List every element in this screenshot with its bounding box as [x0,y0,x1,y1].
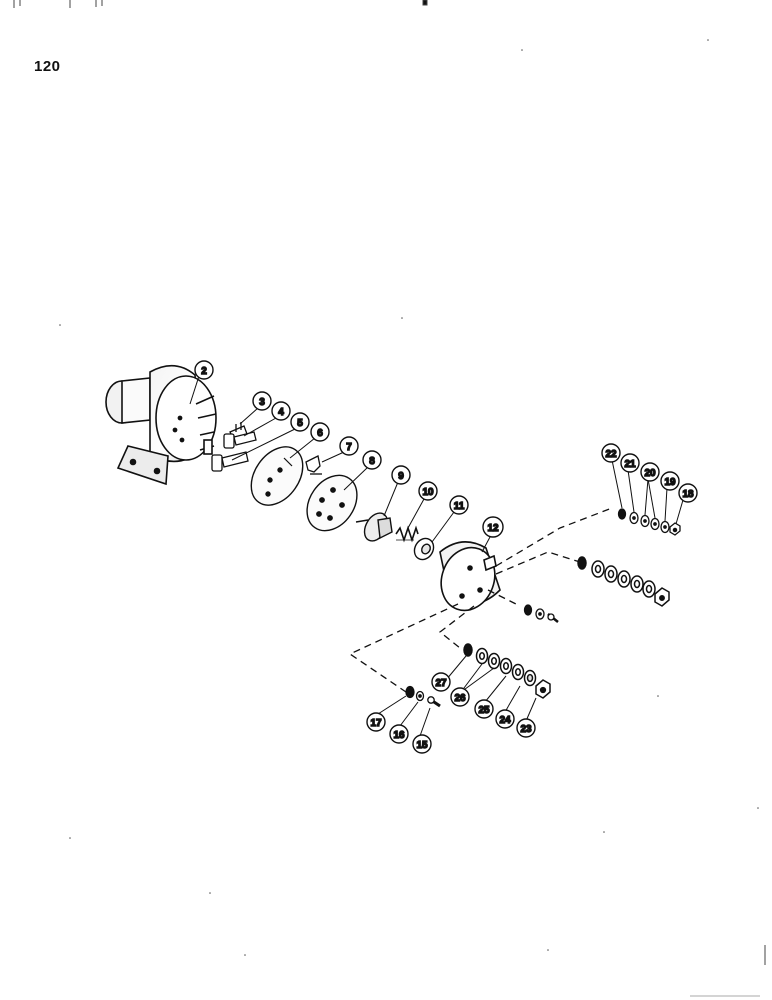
leader-lines [348,507,613,693]
callout-10: 10 [418,481,438,501]
callout-4: 4 [271,401,291,421]
callout-label-22: 22 [605,449,617,460]
callout-label-24: 24 [499,715,511,726]
callout-16: 16 [389,724,409,744]
callout-label-9: 9 [398,471,404,482]
callout-27: 27 [431,672,451,692]
callout-label-5: 5 [297,418,303,429]
callout-7: 7 [339,436,359,456]
callout-21: 21 [620,453,640,473]
page-number: 120 [34,58,61,75]
callout-label-7: 7 [346,442,352,453]
callout-label-15: 15 [416,740,428,751]
callout-20: 20 [640,462,660,482]
callout-label-25: 25 [478,705,490,716]
scan-specks [59,39,759,956]
ground-screw-hardware [405,685,441,708]
callout-24: 24 [495,709,515,729]
callout-17: 17 [366,712,386,732]
callout-label-12: 12 [487,523,499,534]
lower-terminal-hardware [463,643,551,699]
callout-9: 9 [391,465,411,485]
callout-12: 12 [482,516,504,538]
callout-5: 5 [290,412,310,432]
callout-label-17: 17 [370,718,382,729]
callout-23: 23 [516,718,536,738]
solenoid-cover [439,541,501,612]
callout-19: 19 [660,471,680,491]
callout-label-16: 16 [393,730,405,741]
spring-cup [413,537,435,561]
callout-2: 2 [194,360,214,380]
plunger-spring [395,525,419,543]
callout-label-6: 6 [317,428,323,439]
contact-disc [306,474,358,532]
callout-label-26: 26 [454,693,466,704]
solenoid-body [105,364,217,486]
upper-terminal-hardware [617,508,681,536]
callout-label-19: 19 [664,477,676,488]
callout-label-10: 10 [422,487,434,498]
callout-label-27: 27 [435,678,447,689]
callout-26: 26 [450,687,470,707]
middle-terminal-hardware [577,556,670,607]
callouts: 2 3 4 5 6 7 8 9 10 11 12 15 16 17 18 19 … [194,360,698,754]
callout-25: 25 [474,699,494,719]
callout-6: 6 [310,422,330,442]
callout-22: 22 [601,443,621,463]
callout-label-18: 18 [682,489,694,500]
callout-3: 3 [252,391,272,411]
cover-screw-hardware [523,604,559,623]
callout-15: 15 [412,734,432,754]
insulator-disc [250,446,304,506]
callout-label-3: 3 [259,397,265,408]
callout-label-4: 4 [278,407,284,418]
plunger [355,512,393,542]
callout-label-21: 21 [624,459,636,470]
callout-label-8: 8 [369,456,375,467]
scan-marks [13,0,766,997]
callout-label-20: 20 [644,468,656,479]
callout-label-2: 2 [201,366,207,377]
callout-label-11: 11 [454,501,465,512]
callout-11: 11 [449,495,469,515]
callout-18: 18 [678,483,698,503]
callout-leaders [189,375,684,737]
callout-label-23: 23 [520,724,532,735]
callout-8: 8 [362,450,382,470]
contact-clip [305,455,322,475]
